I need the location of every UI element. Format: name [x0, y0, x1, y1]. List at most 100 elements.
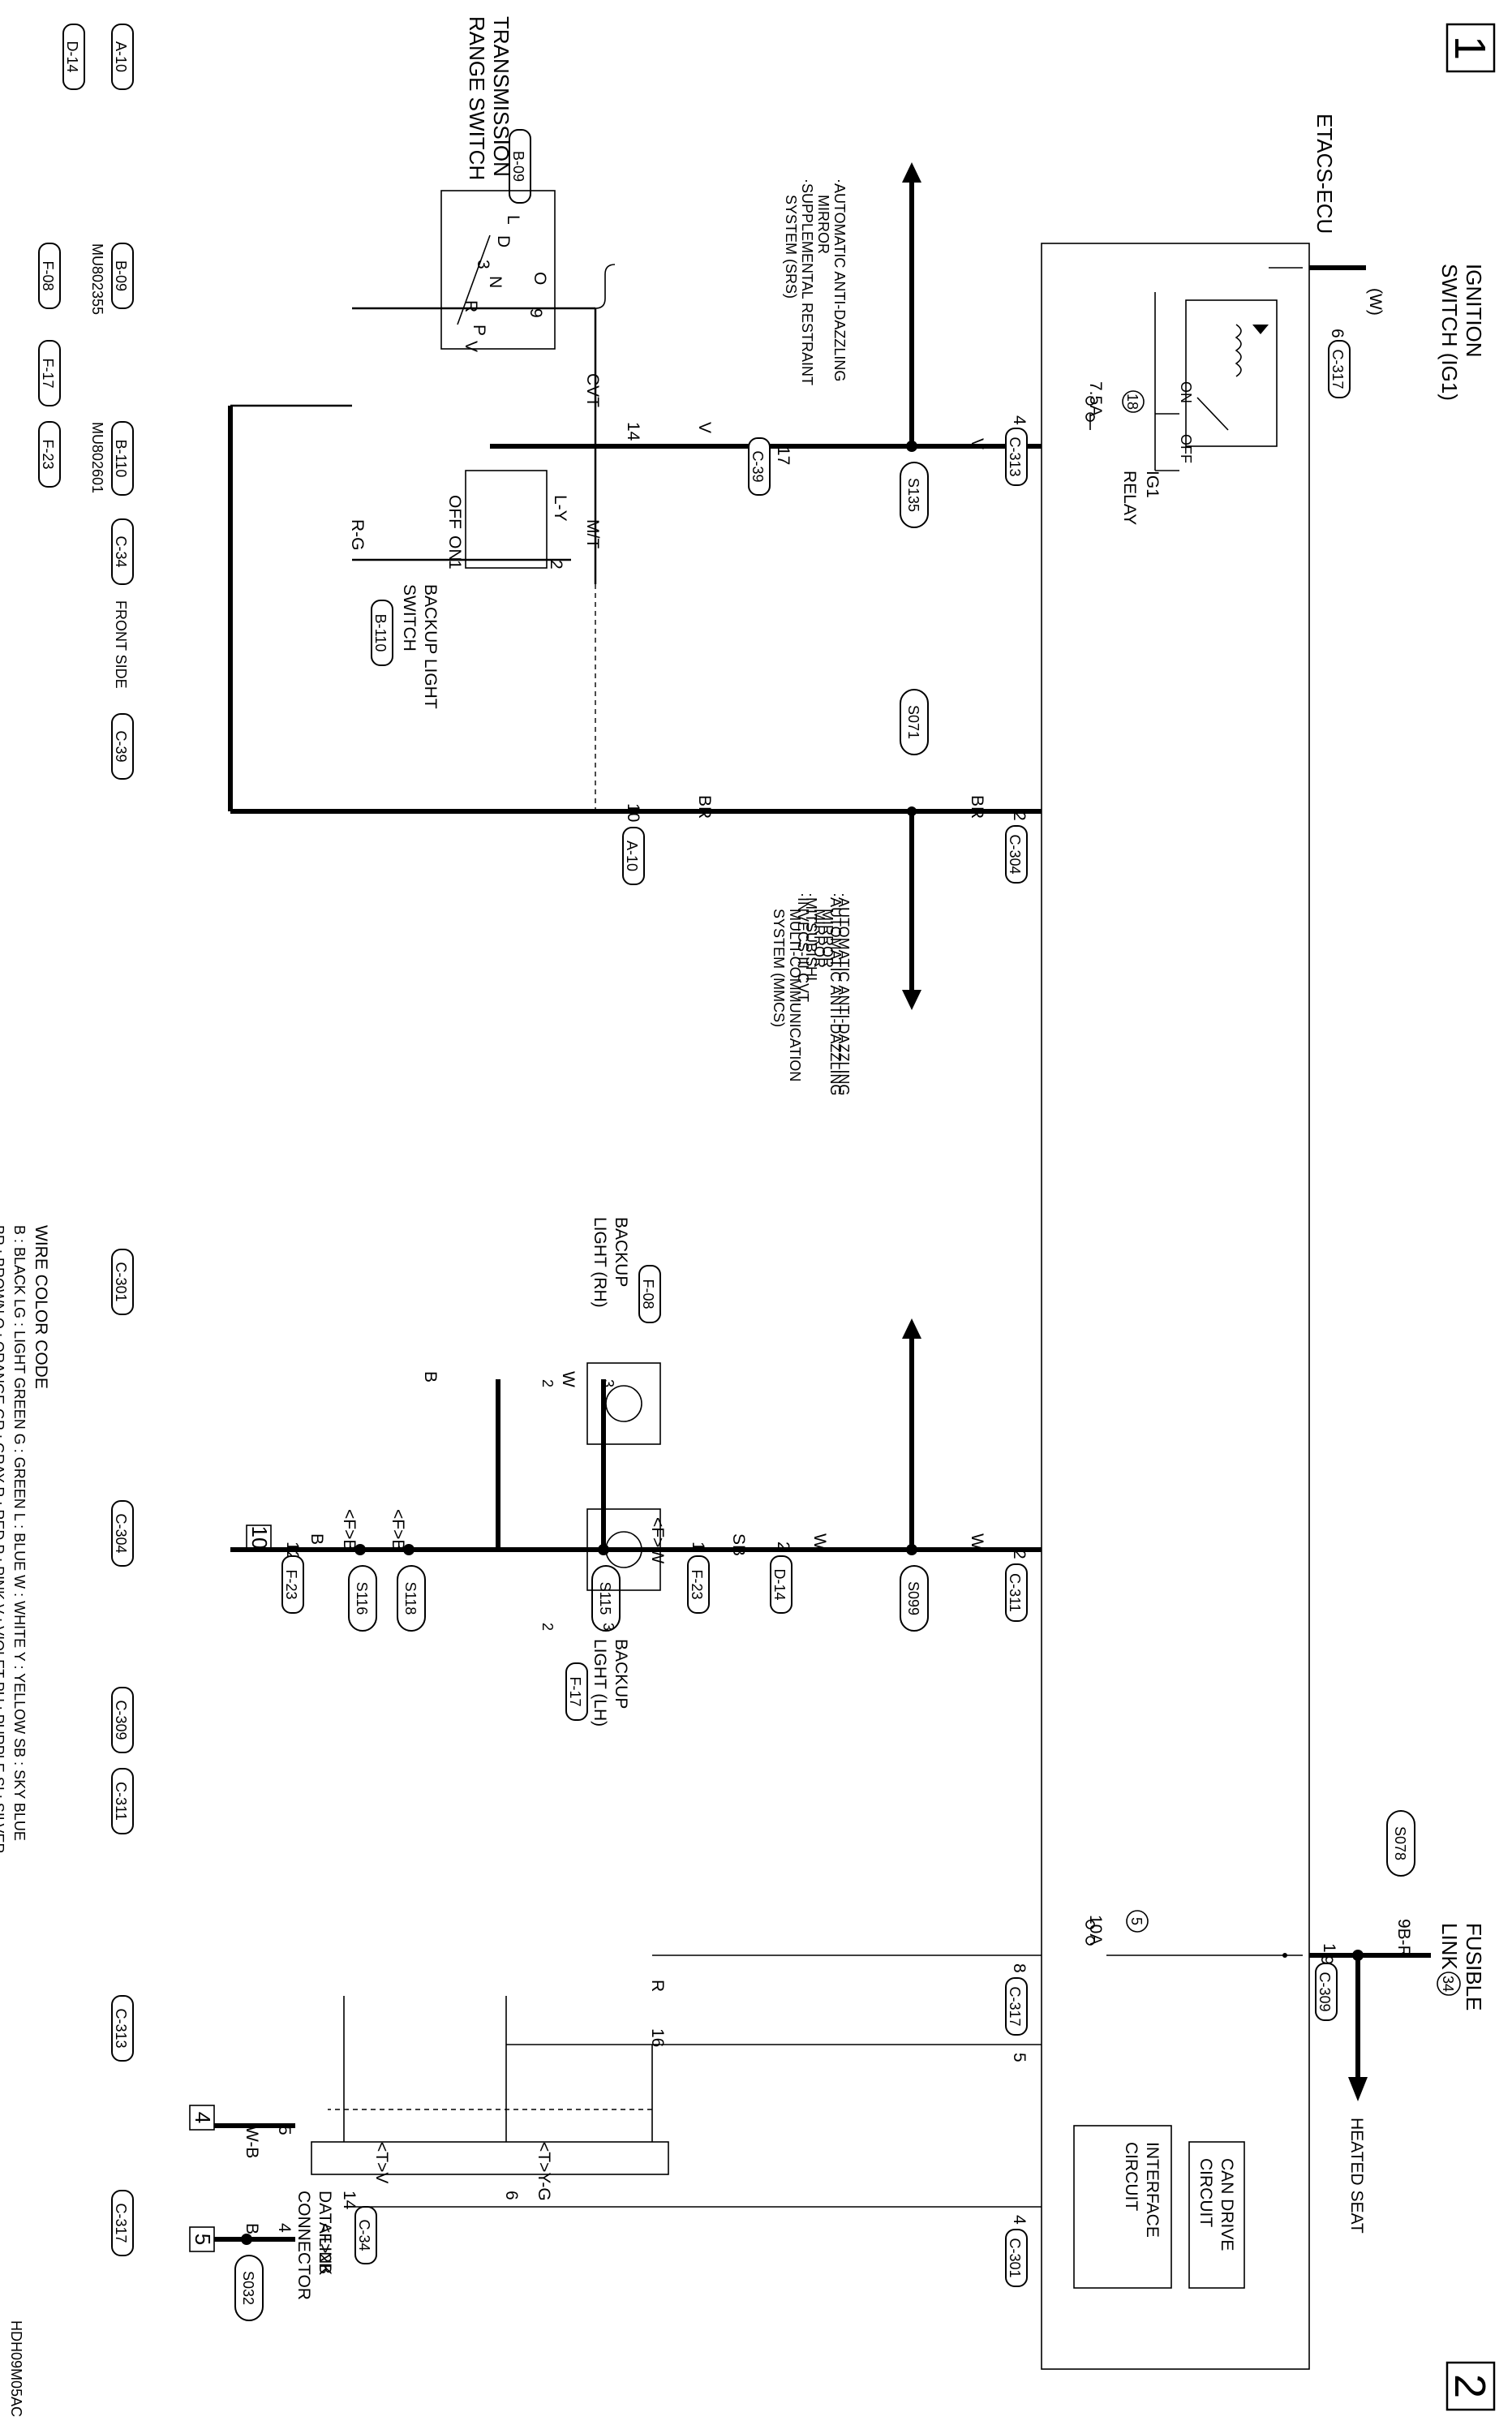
svg-text:C-301: C-301 — [1007, 2238, 1023, 2277]
svg-text:C-39: C-39 — [750, 450, 766, 482]
svg-text:3: 3 — [474, 260, 492, 269]
svg-text:W: W — [810, 1533, 829, 1550]
svg-text:V: V — [695, 422, 714, 433]
svg-text:V: V — [462, 341, 480, 352]
svg-text:OFF: OFF — [445, 495, 464, 529]
svg-text:18: 18 — [1124, 393, 1140, 410]
svg-text:3: 3 — [600, 1623, 616, 1631]
etacs-ecu-label: ETACS-ECU — [1312, 114, 1337, 234]
svg-text:<F>B: <F>B — [340, 1509, 359, 1550]
svg-text:<T>V: <T>V — [372, 2142, 391, 2183]
can-circuits: CAN DRIVE CIRCUIT INTERFACE CIRCUIT — [1073, 2125, 1245, 2289]
svg-text:2: 2 — [1010, 811, 1029, 821]
svg-text:·SUPPLEMENTAL RESTRAINT: ·SUPPLEMENTAL RESTRAINT — [799, 178, 815, 385]
svg-text:CAN DRIVE: CAN DRIVE — [1218, 2158, 1236, 2251]
svg-text:B-09: B-09 — [510, 151, 526, 182]
svg-text:HEATED SEAT: HEATED SEAT — [1347, 2118, 1366, 2234]
svg-text:8: 8 — [1010, 1963, 1029, 1973]
svg-text:C-313: C-313 — [113, 2008, 129, 2048]
svg-text:B: B — [307, 1533, 326, 1545]
etacs-ecu-box — [1041, 243, 1310, 2370]
svg-text:W: W — [968, 1533, 986, 1550]
svg-text:MU802355: MU802355 — [89, 243, 105, 315]
svg-text:5: 5 — [275, 2126, 294, 2135]
fuse-5: 5 10A — [1085, 1910, 1149, 1946]
svg-text:<F>B: <F>B — [389, 1509, 407, 1550]
svg-text:R: R — [648, 1980, 667, 1992]
svg-text:·INVECS-III CVT: ·INVECS-III CVT — [795, 892, 811, 1002]
figure-code: HDH09M05AC — [8, 2320, 24, 2417]
svg-text:6: 6 — [1328, 329, 1347, 338]
svg-text:4: 4 — [1010, 415, 1029, 425]
svg-text:C-313: C-313 — [1007, 436, 1023, 476]
svg-text:C-304: C-304 — [1007, 834, 1023, 874]
backup-light-switch: OFF ON L-Y 2 1 R-G BACKUP LIGHT SWITCH B… — [348, 470, 571, 709]
page-number-1: 1 — [1445, 23, 1496, 73]
svg-text:S118: S118 — [402, 1582, 419, 1615]
svg-text:A-10: A-10 — [624, 841, 640, 871]
svg-text:P: P — [470, 325, 488, 336]
svg-text:·MITSUBISHI: ·MITSUBISHI — [803, 892, 819, 981]
svg-text:C-34: C-34 — [113, 535, 129, 567]
svg-text:2: 2 — [539, 1623, 556, 1631]
svg-text:S135: S135 — [905, 478, 921, 512]
svg-text:B: B — [243, 2223, 261, 2234]
svg-text:B: B — [421, 1371, 440, 1383]
svg-text:C-317: C-317 — [113, 2203, 129, 2243]
svg-text:BR : BROWN O : ORANGE GR: BR : BROWN O : ORANGE GR : GRAY R : RED … — [0, 1225, 6, 1854]
svg-text:2: 2 — [1010, 1550, 1029, 1559]
svg-text:C-317: C-317 — [1329, 349, 1346, 389]
svg-text:10: 10 — [247, 1526, 272, 1550]
svg-text:5: 5 — [1128, 1917, 1145, 1925]
svg-text:C-309: C-309 — [1317, 1972, 1333, 2011]
svg-text:C-311: C-311 — [1007, 1573, 1023, 1612]
circuit-br: 2 C-304 BR S071 ·AUTOMATIC ANTI-DAZZLING… — [228, 404, 1042, 1095]
svg-text:L: L — [504, 215, 522, 225]
svg-text:6: 6 — [502, 2191, 521, 2200]
svg-text:16: 16 — [648, 2028, 667, 2047]
svg-text:1: 1 — [445, 560, 464, 570]
svg-text:CVT: CVT — [583, 373, 602, 407]
svg-text:9B-R: 9B-R — [1394, 1919, 1413, 1958]
svg-text:1: 1 — [689, 1542, 707, 1551]
svg-text:S032: S032 — [240, 2271, 256, 2305]
svg-text:B-110: B-110 — [372, 614, 389, 652]
splice-s135 — [900, 462, 929, 528]
splice-s116 — [348, 1565, 377, 1632]
svg-text:INTERFACE: INTERFACE — [1143, 2142, 1162, 2238]
svg-text:OFF: OFF — [1178, 434, 1194, 463]
svg-text:2: 2 — [539, 1379, 556, 1387]
svg-text:F-23: F-23 — [283, 1569, 299, 1599]
svg-text:L-Y: L-Y — [551, 495, 569, 522]
svg-text:LIGHT (LH): LIGHT (LH) — [591, 1639, 609, 1727]
data-link-connector: DATA LINK CONNECTOR C-34 16 R 8 C-317 6 … — [189, 1955, 1042, 2321]
svg-text:14: 14 — [624, 422, 642, 441]
svg-text:SB: SB — [729, 1533, 748, 1556]
svg-text:MIRROR: MIRROR — [819, 909, 835, 968]
svg-text:1: 1 — [1320, 1943, 1338, 1953]
svg-text:S078: S078 — [1392, 1826, 1408, 1860]
svg-text:S115: S115 — [597, 1582, 613, 1615]
svg-text:FUSIBLE: FUSIBLE — [1462, 1923, 1486, 2010]
svg-text:1: 1 — [1445, 36, 1494, 60]
svg-text:BACKUP: BACKUP — [612, 1639, 630, 1709]
svg-text:<F>W: <F>W — [648, 1517, 667, 1563]
svg-text:CONNECTOR: CONNECTOR — [294, 2191, 313, 2300]
svg-text:5: 5 — [191, 2234, 215, 2245]
splice-s099 — [900, 1565, 929, 1632]
svg-text:·AUTOMATIC ANTI-DAZZLING: ·AUTOMATIC ANTI-DAZZLING — [827, 892, 844, 1095]
backup-light-rh: 3 2 W B BACKUP LIGHT (RH) F-08 — [421, 1217, 661, 1550]
svg-text:O: O — [530, 272, 549, 285]
svg-text:N: N — [486, 276, 505, 288]
svg-text:ON: ON — [1178, 381, 1194, 403]
ignition-switch-input: IGNITION SWITCH (IG1) (W) 6 C-317 — [1309, 264, 1486, 401]
svg-text:F-23: F-23 — [40, 439, 56, 469]
svg-text:SWITCH: SWITCH — [400, 584, 419, 652]
page-number-2: 2 — [1445, 2361, 1496, 2411]
svg-text:SYSTEM (SRS): SYSTEM (SRS) — [783, 195, 799, 299]
svg-text:V: V — [968, 438, 986, 449]
svg-text:17: 17 — [774, 446, 793, 465]
svg-text:S116: S116 — [354, 1582, 370, 1615]
svg-text:MIRROR: MIRROR — [811, 909, 827, 968]
